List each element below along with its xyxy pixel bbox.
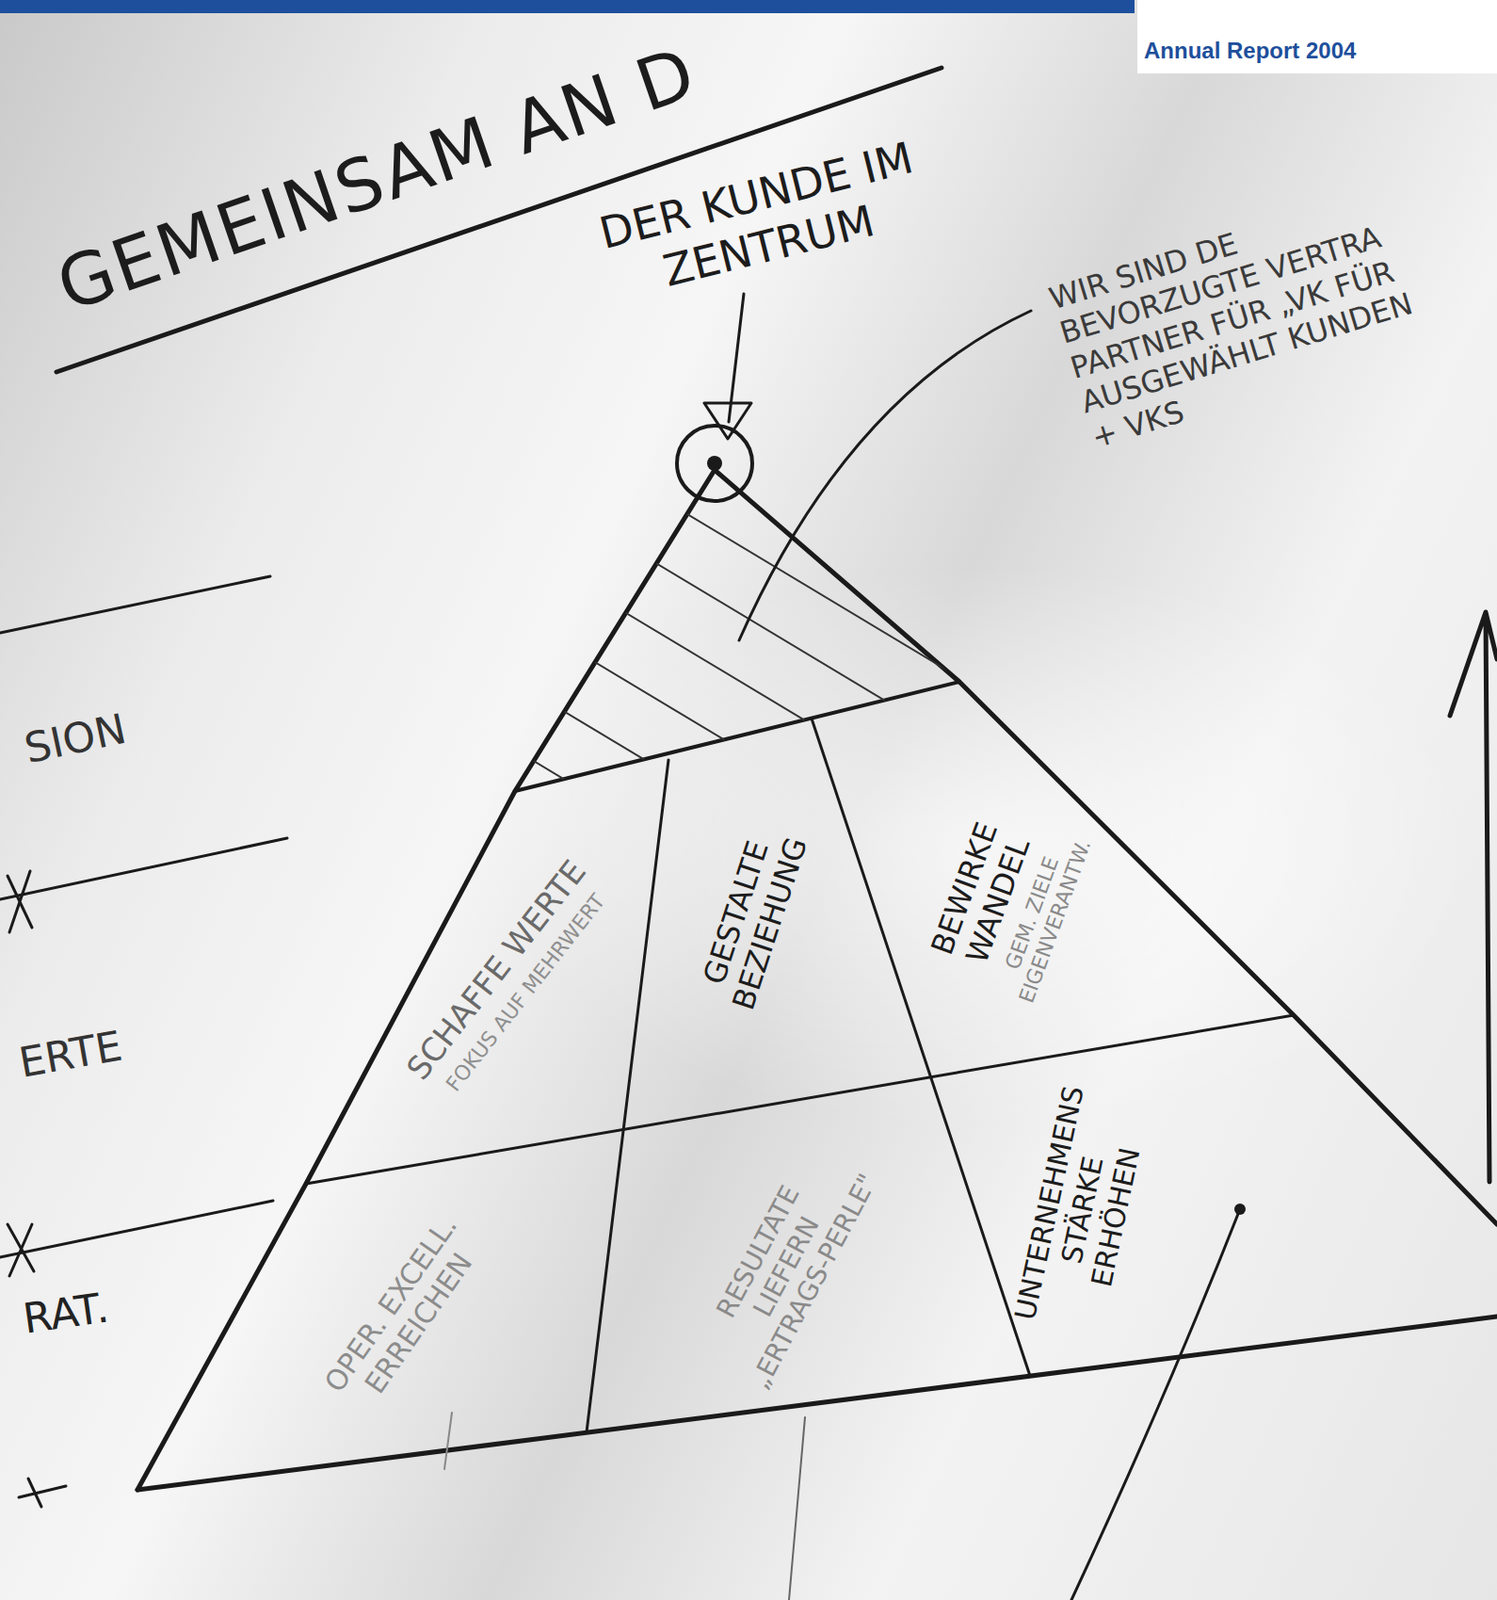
- pyramid-divider: [586, 759, 669, 1433]
- report-box: [1137, 0, 1497, 74]
- list-item: ERTE: [15, 1020, 126, 1088]
- pyramid-divider: [811, 718, 1031, 1376]
- list-line: [0, 576, 271, 633]
- pyramid-divider: [515, 681, 960, 791]
- cell-heading: RESULTATE LIEFERN „ERTRAGS-PERLE": [686, 1136, 886, 1398]
- leader-line: [444, 1412, 452, 1469]
- pyramid-cell: OPER. EXCELL. ERREICHEN: [309, 1197, 500, 1430]
- report-title: Annual Report 2004: [1143, 37, 1356, 65]
- leader-dot: [1234, 1203, 1246, 1215]
- top-bar: [0, 0, 1135, 14]
- pyramid-cell: RESULTATE LIEFERN „ERTRAGS-PERLE": [686, 1136, 886, 1398]
- arrow-head: [704, 402, 752, 439]
- light-glare: [499, 564, 1479, 1130]
- cell-heading: OPER. EXCELL. ERREICHEN: [309, 1197, 500, 1430]
- cross-mark: [18, 1478, 66, 1507]
- cross-mark: [7, 1223, 34, 1276]
- customer-circle: [676, 425, 753, 501]
- pyramid-base: [137, 1316, 1497, 1490]
- list-line: [0, 1200, 274, 1257]
- focus-heading: DER KUNDE IM ZENTRUM: [585, 129, 940, 313]
- list-item: SION: [19, 704, 130, 774]
- up-arrow: [1449, 611, 1497, 1182]
- board-note: WIR SIND DE BEVORZUGTE VERTRA PARTNER FÜ…: [1045, 172, 1459, 456]
- leader-line: [739, 310, 1031, 641]
- pyramid-left: [137, 469, 715, 1490]
- center-dot: [707, 455, 723, 471]
- pyramid-right: [714, 469, 1497, 1224]
- leader-line: [788, 1416, 805, 1600]
- list-item: RAT.: [19, 1283, 113, 1345]
- board-title: GEMEINSAM AN D: [47, 30, 708, 328]
- list-line: [0, 837, 288, 900]
- cross-mark: [7, 870, 33, 933]
